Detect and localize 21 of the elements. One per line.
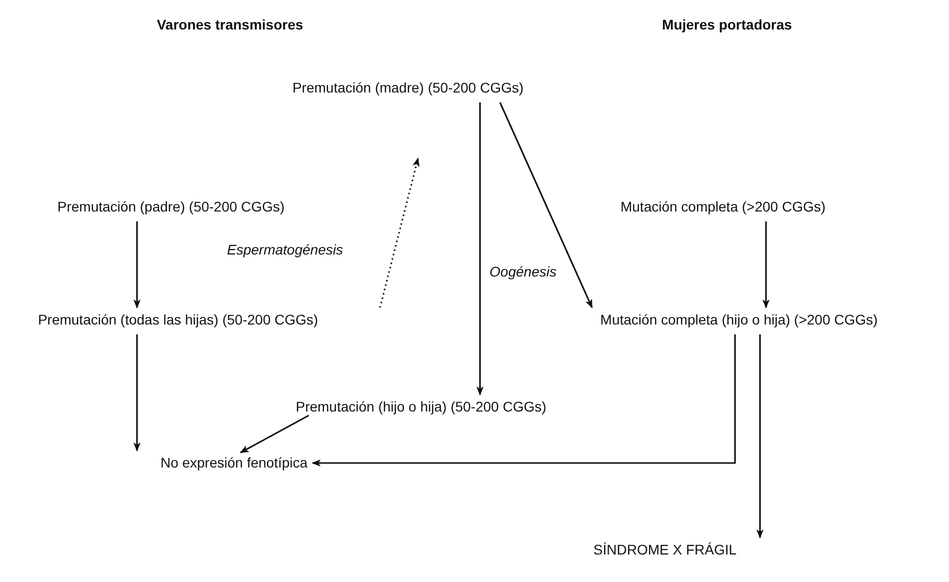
node-text: Premutación (madre) (50-200 CGGs) [289, 78, 527, 98]
node-text: Premutación (hijo o hija) (50-200 CGGs) [292, 396, 550, 418]
arrow [762, 221, 770, 308]
arrow [756, 334, 764, 538]
process-label: Oogénesis [490, 264, 556, 280]
node-text: Premutación (todas las hijas) (50-200 CGGs) [34, 310, 322, 330]
node-text: No expresión fenotípica [157, 452, 311, 474]
process-label: Espermatogénesis [227, 242, 343, 258]
arrow [312, 334, 736, 467]
arrow [379, 158, 420, 308]
arrow [240, 414, 310, 454]
node-text: SÍNDROME X FRÁGIL [565, 540, 765, 560]
section-heading: Mujeres portadoras [662, 16, 792, 34]
node-text: Mutación completa (hijo o hija) (>200 CGGs) [597, 310, 881, 330]
node-text: Mutación completa (>200 CGGs) [617, 196, 829, 218]
arrow [499, 102, 593, 308]
arrow [476, 102, 484, 396]
arrow [133, 334, 141, 452]
node-text: Premutación (padre) (50-200 CGGs) [54, 196, 288, 218]
arrow [133, 221, 141, 308]
section-heading: Varones transmisores [156, 16, 304, 34]
